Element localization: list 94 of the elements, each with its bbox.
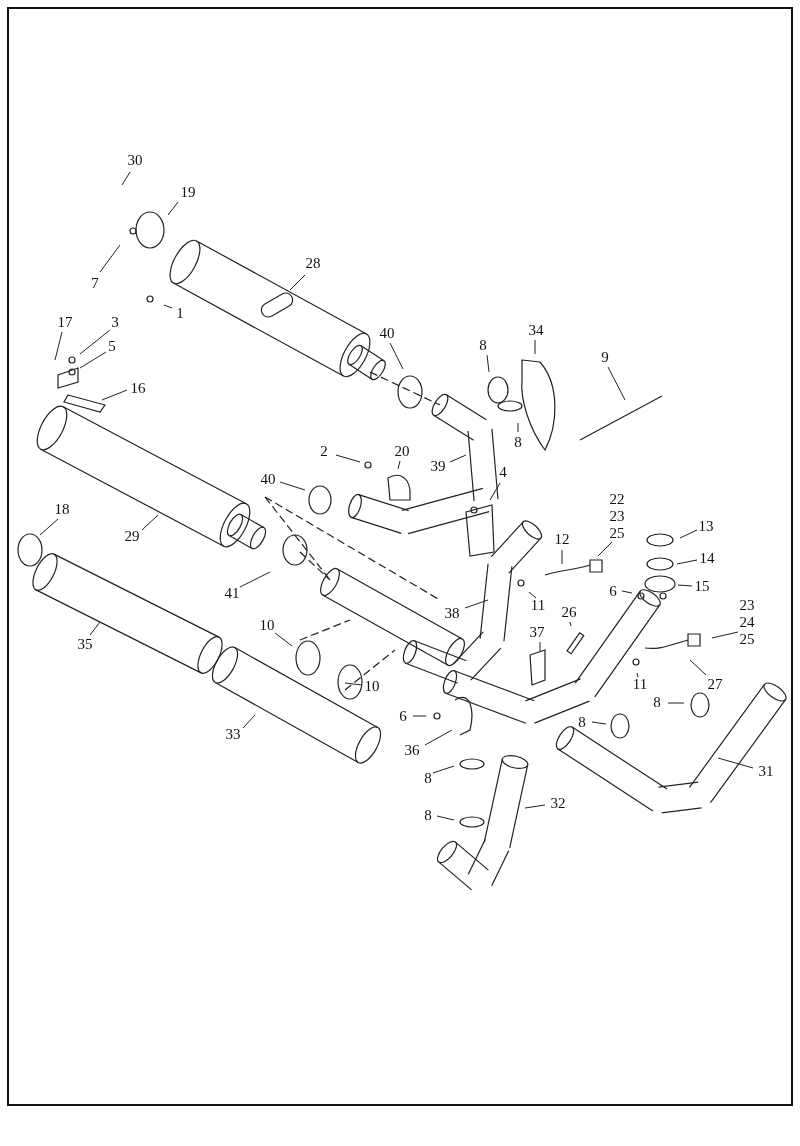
leader-line	[561, 549, 563, 565]
callout-number: 10	[259, 616, 275, 634]
leader-line	[591, 721, 607, 725]
leader-line	[412, 715, 427, 717]
callout-number: 13	[698, 517, 714, 535]
leader-line	[274, 632, 293, 647]
leader-line	[79, 351, 107, 369]
leader-line	[636, 672, 639, 678]
callout-number: 39	[430, 457, 446, 475]
callout-number: 8	[653, 693, 661, 711]
callout-number: 15	[694, 577, 710, 595]
callout-number: 37	[529, 623, 545, 641]
leader-line	[539, 641, 541, 653]
leader-line	[436, 815, 455, 821]
callout-number: 10	[364, 677, 380, 695]
leader-line	[101, 389, 128, 401]
leader-line	[167, 201, 179, 216]
leader-line	[464, 599, 489, 609]
callout-number: 9	[601, 348, 609, 366]
leader-line	[289, 274, 306, 291]
leader-line	[621, 590, 633, 594]
callout-number: 38	[444, 604, 460, 622]
leader-line	[89, 621, 101, 636]
leader-line	[489, 482, 501, 501]
callout-number: 32	[550, 794, 566, 812]
callout-number: 35	[77, 635, 93, 653]
leader-line	[534, 339, 536, 355]
leader-line	[667, 702, 685, 704]
callout-number: 31	[758, 762, 774, 780]
callout-number: 8	[424, 769, 432, 787]
callout-number: 8	[578, 713, 586, 731]
callout-number: 17	[57, 313, 73, 331]
leader-line	[676, 559, 698, 565]
callout-number: 34	[528, 321, 544, 339]
callout-number: 6	[399, 707, 407, 725]
leader-line	[607, 366, 626, 401]
callout-number: 7	[91, 274, 99, 292]
leader-line	[397, 460, 401, 470]
callout-number: 3	[111, 313, 119, 331]
leader-line	[517, 422, 519, 433]
leader-line	[717, 757, 754, 769]
leader-line	[524, 804, 546, 809]
leader-line	[432, 765, 455, 774]
callout-number: 14	[699, 549, 715, 567]
callout-number: 2	[320, 442, 328, 460]
callout-number: 26	[561, 603, 577, 621]
leader-line	[449, 454, 467, 463]
callout-number: 40	[379, 324, 395, 342]
callout-number: 40	[260, 470, 276, 488]
callout-number: 4	[499, 463, 507, 481]
leader-line	[689, 659, 707, 676]
leader-line	[141, 514, 159, 531]
callout-number: 36	[404, 741, 420, 759]
leader-line	[389, 342, 404, 370]
callout-number: 20	[394, 442, 410, 460]
callout-number: 8	[424, 806, 432, 824]
callout-number: 8	[479, 336, 487, 354]
leader-line	[39, 518, 59, 536]
callout-number: 16	[130, 379, 146, 397]
leader-line	[679, 529, 698, 539]
leader-line	[528, 591, 537, 599]
leader-line	[99, 244, 121, 273]
leader-line	[54, 331, 63, 361]
leader-line	[279, 481, 306, 491]
callout-number: 11	[530, 596, 546, 614]
leader-line	[344, 682, 363, 686]
callout-number: 1	[176, 304, 184, 322]
leader-line	[569, 621, 572, 627]
leader-line	[597, 541, 613, 557]
leader-line	[242, 714, 256, 729]
callout-number: 22 23 25	[606, 490, 628, 542]
callout-number: 19	[180, 183, 196, 201]
leader-line	[335, 454, 361, 463]
callout-number: 41	[224, 584, 240, 602]
leader-line	[677, 584, 693, 587]
leader-line	[79, 329, 111, 355]
callout-number: 5	[108, 337, 116, 355]
callout-number: 18	[54, 500, 70, 518]
callout-number: 30	[127, 151, 143, 169]
leader-line	[239, 571, 271, 588]
leader-line	[424, 729, 453, 746]
callout-number: 28	[305, 254, 321, 272]
callout-number: 6	[609, 582, 617, 600]
callout-number: 12	[554, 530, 570, 548]
callout-number: 33	[225, 725, 241, 743]
callout-number: 23 24 25	[736, 596, 758, 648]
callout-number: 29	[124, 527, 140, 545]
callout-number: 27	[707, 675, 723, 693]
callout-number: 11	[632, 675, 648, 693]
callout-number: 8	[514, 433, 522, 451]
leader-line	[121, 171, 131, 186]
leader-line	[486, 354, 490, 373]
leader-line	[163, 304, 173, 309]
leader-line	[711, 631, 739, 639]
